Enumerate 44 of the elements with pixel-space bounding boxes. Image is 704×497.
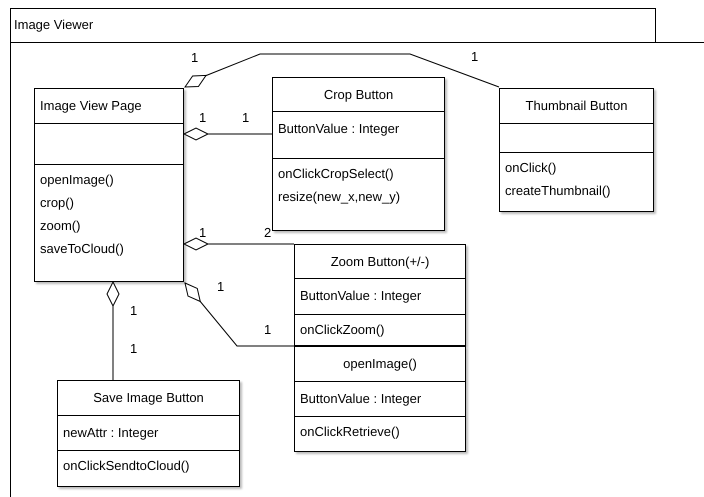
- class-box: [57, 380, 240, 487]
- class-box: [294, 244, 466, 346]
- attribute-text: ButtonValue : Integer: [278, 121, 400, 136]
- class-name: Save Image Button: [92, 390, 205, 405]
- method-text: createThumbnail(): [505, 183, 610, 198]
- package-frame: [10, 8, 704, 497]
- multiplicity-label: 1: [217, 280, 224, 294]
- method-text: onClickCropSelect(): [278, 166, 394, 181]
- multiplicity-label: 2: [264, 226, 272, 240]
- method-text: zoom(): [40, 218, 80, 233]
- class-box: [294, 346, 466, 452]
- aggregation-line: [184, 54, 500, 88]
- class-name: openImage(): [342, 356, 418, 371]
- class-name: Crop Button: [322, 87, 394, 102]
- class-box: [34, 88, 184, 282]
- multiplicity-label: 1: [264, 323, 272, 337]
- class-box: [499, 88, 654, 212]
- method-text: saveToCloud(): [40, 241, 124, 256]
- attribute-text: ButtonValue : Integer: [300, 391, 422, 406]
- aggregation-line: [106, 282, 120, 380]
- class-name: Zoom Button(+/-): [330, 254, 430, 269]
- multiplicity-label: 1: [130, 342, 138, 356]
- method-text: onClick(): [505, 160, 556, 175]
- multiplicity-label: 1: [199, 226, 206, 240]
- aggregation-line: [184, 238, 294, 250]
- multiplicity-label: 1: [191, 51, 198, 65]
- method-text: onClickZoom(): [300, 322, 385, 337]
- attribute-text: newAttr : Integer: [63, 425, 158, 440]
- aggregation-line: [184, 282, 294, 346]
- method-text: resize(new_x,new_y): [278, 189, 400, 204]
- package-name: Image Viewer: [14, 17, 94, 32]
- class-box: [272, 77, 445, 231]
- multiplicity-label: 1: [199, 111, 206, 125]
- attribute-text: ButtonValue : Integer: [300, 288, 422, 303]
- class-name: Thumbnail Button: [524, 98, 628, 113]
- multiplicity-label: 1: [130, 304, 138, 318]
- method-text: onClickSendtoCloud(): [63, 458, 190, 473]
- multiplicity-label: 1: [471, 50, 478, 64]
- method-text: crop(): [40, 195, 74, 210]
- multiplicity-label: 1: [242, 111, 250, 125]
- class-name: Image View Page: [40, 98, 142, 113]
- method-text: onClickRetrieve(): [300, 424, 400, 439]
- method-text: openImage(): [40, 172, 114, 187]
- aggregation-line: [184, 128, 272, 140]
